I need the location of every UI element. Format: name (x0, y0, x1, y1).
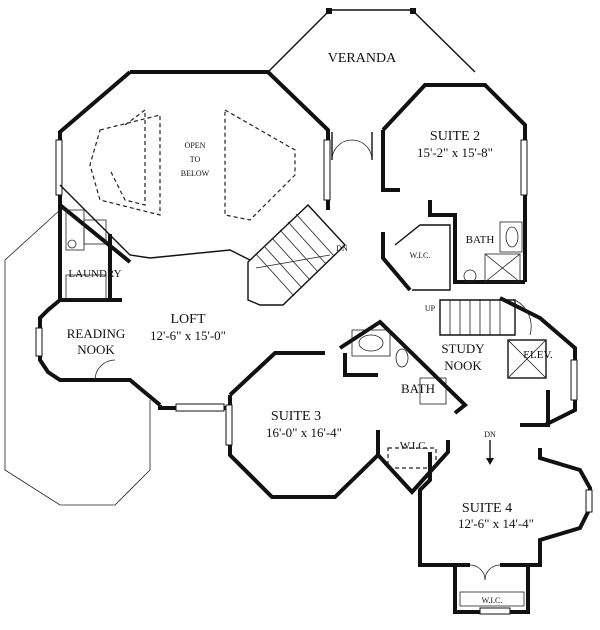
reading-nook-door (94, 359, 116, 381)
laundry-label: LAUNDRY (68, 268, 121, 280)
study-nook-label-2: NOOK (444, 358, 482, 373)
main-stair-dn-label: DN (336, 244, 348, 253)
mid-wic-label: W.I.C. (400, 440, 429, 452)
upper-wic-label: W.I.C. (410, 251, 431, 260)
suite2-dims: 15'-2" x 15'-8" (417, 145, 493, 160)
lower-stair-dn-label: DN (484, 430, 496, 439)
elevator-label: ELEV. (523, 349, 553, 361)
reading-nook-label-2: NOOK (77, 342, 115, 357)
lower-wic-doors (459, 564, 525, 607)
elevator-shaft (507, 339, 547, 379)
mid-wic-rods (387, 447, 437, 469)
exterior-planter (4, 209, 151, 506)
upper-bath-label: BATH (466, 234, 495, 246)
suite3-name: SUITE 3 (271, 409, 321, 424)
laundry-fixtures (65, 209, 107, 300)
open-to-below-label-1: OPEN (185, 141, 206, 150)
suite3-dims: 16'-0" x 16'-4" (266, 425, 342, 440)
veranda-doors (331, 132, 373, 161)
stair-direction-arrow (486, 440, 494, 465)
mid-bath-label: BATH (401, 381, 435, 396)
suite4-dims: 12'-6" x 14'-4" (458, 516, 534, 531)
windows (35, 139, 593, 615)
loft-name: LOFT (171, 312, 206, 327)
lower-wic-label: W.I.C. (482, 596, 503, 605)
veranda-outline (267, 8, 476, 73)
open-to-below-label-3: BELOW (181, 169, 210, 178)
open-to-below-outline (59, 108, 296, 261)
veranda-label: VERANDA (328, 51, 397, 66)
main-stair (247, 204, 346, 306)
study-nook-label-1: STUDY (441, 341, 485, 356)
suite4-name: SUITE 4 (462, 501, 512, 516)
open-to-below-label-2: TO (190, 155, 201, 164)
reading-nook-label-1: READING (67, 326, 126, 341)
up-stair (439, 299, 532, 336)
mid-bath-fixtures (351, 329, 447, 405)
up-stair-label: UP (425, 304, 436, 313)
loft-dims: 12'-6" x 15'-0" (150, 328, 226, 343)
upper-suite-fixtures (394, 221, 523, 291)
suite2-name: SUITE 2 (430, 129, 480, 144)
